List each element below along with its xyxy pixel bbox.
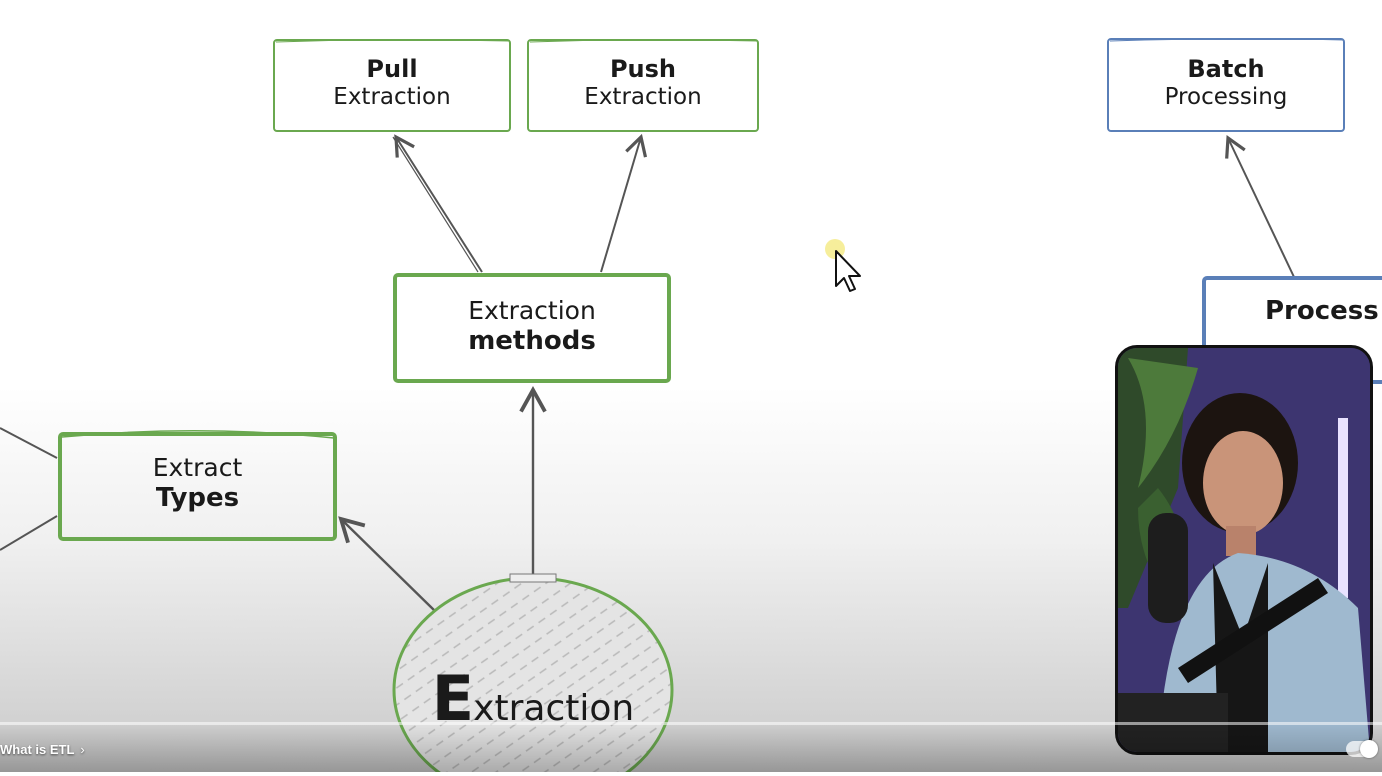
methods-title: Extraction (468, 296, 596, 325)
connector-arrows (0, 133, 1295, 613)
push-subtitle: Extraction (584, 83, 702, 110)
extraction-center-node (392, 573, 674, 776)
play-icon (1360, 740, 1378, 758)
extraction-methods-label: Extraction methods (395, 296, 669, 357)
push-extraction-label: Push Extraction (528, 55, 758, 111)
pull-extraction-label: Pull Extraction (274, 55, 510, 111)
batch-subtitle: Processing (1164, 83, 1288, 110)
extract-types-subtitle: Types (155, 483, 240, 513)
process-types-label: Process (1265, 296, 1382, 327)
push-extraction-node (527, 39, 759, 132)
push-title: Push (609, 55, 677, 83)
player-controls (0, 722, 1382, 772)
presenter-video (1115, 345, 1373, 755)
batch-processing-label: Batch Processing (1108, 55, 1344, 111)
chevron-right-icon: › (80, 742, 85, 757)
batch-title: Batch (1187, 55, 1265, 83)
pull-title: Pull (366, 55, 418, 83)
chapter-title: What is ETL (0, 742, 75, 757)
progress-bar[interactable] (0, 722, 1382, 725)
mouse-cursor-icon (825, 239, 861, 292)
extraction-methods-node (393, 273, 671, 383)
batch-processing-node (1107, 38, 1345, 132)
presenter-image (1118, 348, 1370, 752)
pull-extraction-node (273, 39, 511, 132)
process-types-title: Process (1265, 296, 1379, 326)
chapter-button[interactable]: What is ETL › (0, 742, 85, 757)
extract-types-node (58, 429, 337, 541)
pull-subtitle: Extraction (333, 83, 451, 110)
autoplay-toggle[interactable] (1346, 740, 1378, 758)
methods-subtitle: methods (468, 326, 596, 356)
extract-types-label: Extract Types (60, 453, 335, 514)
extract-types-title: Extract (152, 453, 243, 482)
